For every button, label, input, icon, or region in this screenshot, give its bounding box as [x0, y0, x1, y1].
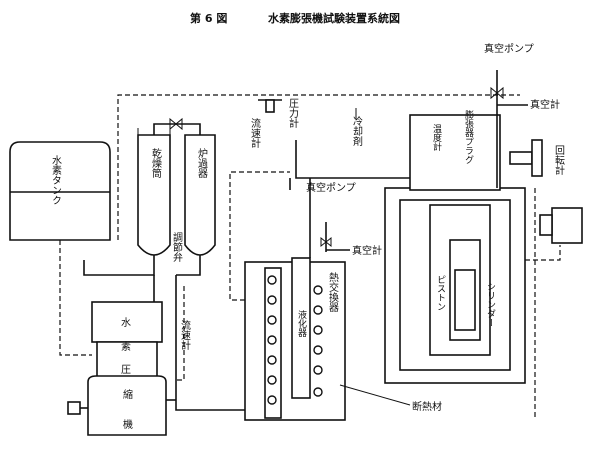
- dryer-filter-pipe: [153, 123, 201, 135]
- filter-label: 炉過器: [196, 148, 208, 179]
- pressure-gauge-line: [295, 140, 440, 179]
- compressor-label-4: 縮: [123, 388, 133, 401]
- dryer-vessel: [137, 128, 171, 256]
- dryer-label: 乾燥筒: [150, 147, 162, 179]
- insulation-label: 断熱材: [412, 400, 442, 413]
- tachometer-label: 回転計: [553, 145, 565, 176]
- hydrogen-compressor: [67, 301, 167, 436]
- cylinder-label: シリンダー: [485, 282, 496, 327]
- filter-vessel: [184, 134, 216, 256]
- top-vacuum-valve-icon: [490, 86, 504, 100]
- figure-caption: 水素膨張機試験装置系統図: [268, 11, 400, 25]
- dash-brake: [525, 245, 561, 261]
- coolant-label: 冷却剤: [351, 115, 363, 147]
- piston-label: ピストン: [435, 275, 445, 311]
- pipe-filter-out: [176, 255, 201, 276]
- dash-top-return: [117, 94, 520, 240]
- brake-device: [539, 207, 583, 244]
- thermometer-label: 温度計: [431, 124, 442, 152]
- mid-vacuum-pump-label: 真空ポンプ: [306, 181, 356, 194]
- dash-exchanger-return: [229, 171, 290, 301]
- compressor-label-3: 圧: [121, 365, 131, 376]
- flowmeter-top-label: 流速計: [249, 117, 261, 149]
- pipe-dryer-to-compressor: [83, 255, 155, 276]
- figure-number: 第 6 図: [190, 11, 227, 25]
- dash-flowmeter: [176, 286, 185, 381]
- insulation-pointer: [339, 384, 411, 406]
- heat-exchanger-label: 熱交換器: [327, 271, 339, 313]
- control-valve-label: 調節弁: [171, 231, 183, 263]
- expander-housing: [384, 114, 526, 384]
- flowmeter-top: [258, 99, 282, 113]
- mid-vacuum-gauge-label: 真空計: [352, 244, 382, 257]
- compressor-label-2: 素: [121, 340, 131, 353]
- compressor-label-5: 機: [123, 418, 133, 431]
- tachometer: [509, 139, 543, 177]
- mid-vacuum-valve-icon: [320, 236, 332, 248]
- compressor-label-1: 水: [121, 317, 131, 329]
- top-valve-icon: [169, 117, 183, 131]
- dash-tank-to-compressor: [59, 240, 92, 356]
- liquefier-label: 液化器: [296, 309, 307, 337]
- hydrogen-tank: [9, 141, 111, 241]
- top-vacuum-gauge-label: 真空計: [530, 98, 560, 111]
- heat-exchanger-bath: [244, 257, 346, 421]
- pressure-gauge-label: 圧力計: [287, 98, 299, 129]
- heat-exchanger-coils: [267, 275, 323, 405]
- expander-plug-label: 膨張器プラグ: [463, 109, 474, 164]
- hydrogen-tank-label: 水素タンク: [50, 155, 62, 205]
- top-vacuum-pump-label: 真空ポンプ: [484, 42, 534, 55]
